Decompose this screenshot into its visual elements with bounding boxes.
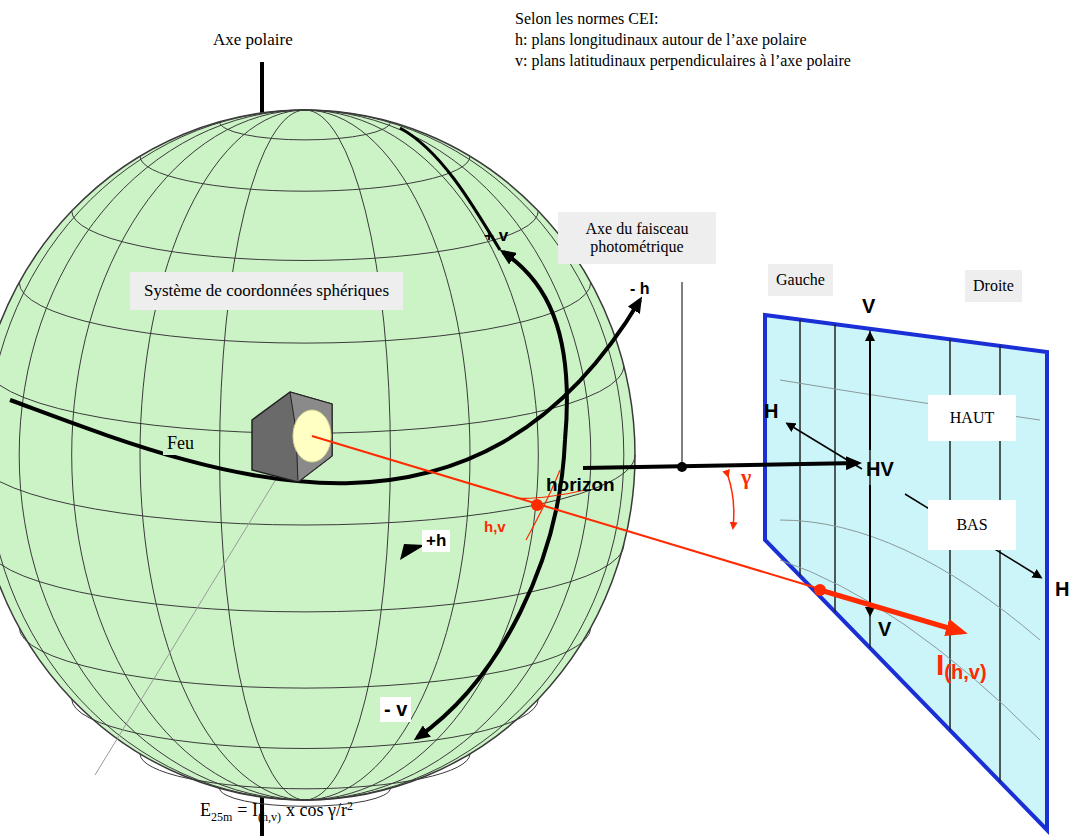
label-box: Gauche [768, 264, 833, 296]
intensity-label: I(h,v) [936, 648, 987, 684]
formula-subscript: (h,v) [258, 810, 281, 824]
box-text: Gauche [776, 271, 825, 289]
box-text: BAS [934, 516, 1010, 534]
formula-part: = I [237, 800, 258, 820]
note-text: v: plans latitudinaux perpendiculaires à… [515, 52, 861, 70]
axis-sign: +h [422, 530, 450, 552]
label-box: Droite [965, 270, 1022, 302]
axis-sign: - v [380, 697, 411, 722]
axis-letter: H [764, 400, 778, 423]
axis-letter: HV [866, 458, 894, 481]
label-box: Système de coordonnées sphériques [130, 272, 403, 310]
box-text: HAUT [934, 409, 1010, 427]
formula: E25m = I(h,v) x cos γ/r2 [200, 800, 353, 824]
box-text: Droite [973, 277, 1014, 295]
label-box: HAUT [928, 395, 1016, 441]
formula-part: x cos γ/r [286, 800, 347, 820]
point-label: h,v [484, 518, 506, 535]
axis-letter: V [878, 618, 891, 641]
box-text: Système de coordonnées sphériques [144, 281, 389, 301]
label-box: BAS [928, 500, 1016, 550]
lamp-label: Feu [163, 432, 198, 455]
formula-superscript: 2 [347, 799, 353, 813]
intensity-subscript: (h,v) [944, 661, 986, 683]
intensity-symbol: I [936, 648, 944, 681]
formula-part: E [200, 800, 211, 820]
axis-letter: H [1055, 578, 1069, 601]
axis-sign: - h [630, 280, 650, 298]
label-box: Axe du faisceau photométrique [558, 212, 716, 264]
box-text: Axe du faisceau photométrique [568, 220, 706, 256]
note-text: Selon les normes CEI: [515, 10, 659, 28]
axis-sign: + v [484, 226, 508, 246]
axis-letter: V [862, 295, 875, 318]
angle-symbol: γ [741, 464, 751, 489]
formula-subscript: 25m [211, 810, 232, 824]
note-text: h: plans longitudinaux autour de l’axe p… [515, 31, 806, 49]
horizon-label: horizon [546, 474, 615, 496]
axis-name: Axe polaire [213, 30, 293, 50]
